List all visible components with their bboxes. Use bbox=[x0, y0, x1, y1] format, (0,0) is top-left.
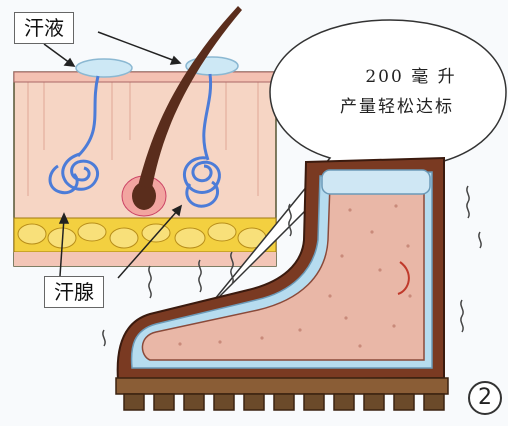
pointer-arrows bbox=[43, 31, 183, 279]
panel-number-badge: 2 bbox=[468, 381, 502, 415]
sweat-droplet-left bbox=[75, 58, 133, 78]
heat-squiggles bbox=[102, 185, 482, 347]
bubble-volume-text: 200 毫 升 bbox=[365, 67, 457, 87]
boot bbox=[116, 156, 445, 382]
sweat-gland-left bbox=[48, 75, 100, 195]
sweat-gland-label: 汗腺 bbox=[44, 276, 104, 308]
sweat-label: 汗液 bbox=[14, 12, 74, 44]
hair-follicle bbox=[121, 6, 242, 217]
sweat-gland-right bbox=[183, 73, 221, 208]
bubble-caption-text: 产量轻松达标 bbox=[340, 97, 454, 117]
foot bbox=[141, 179, 425, 361]
boot-sole bbox=[115, 377, 449, 411]
